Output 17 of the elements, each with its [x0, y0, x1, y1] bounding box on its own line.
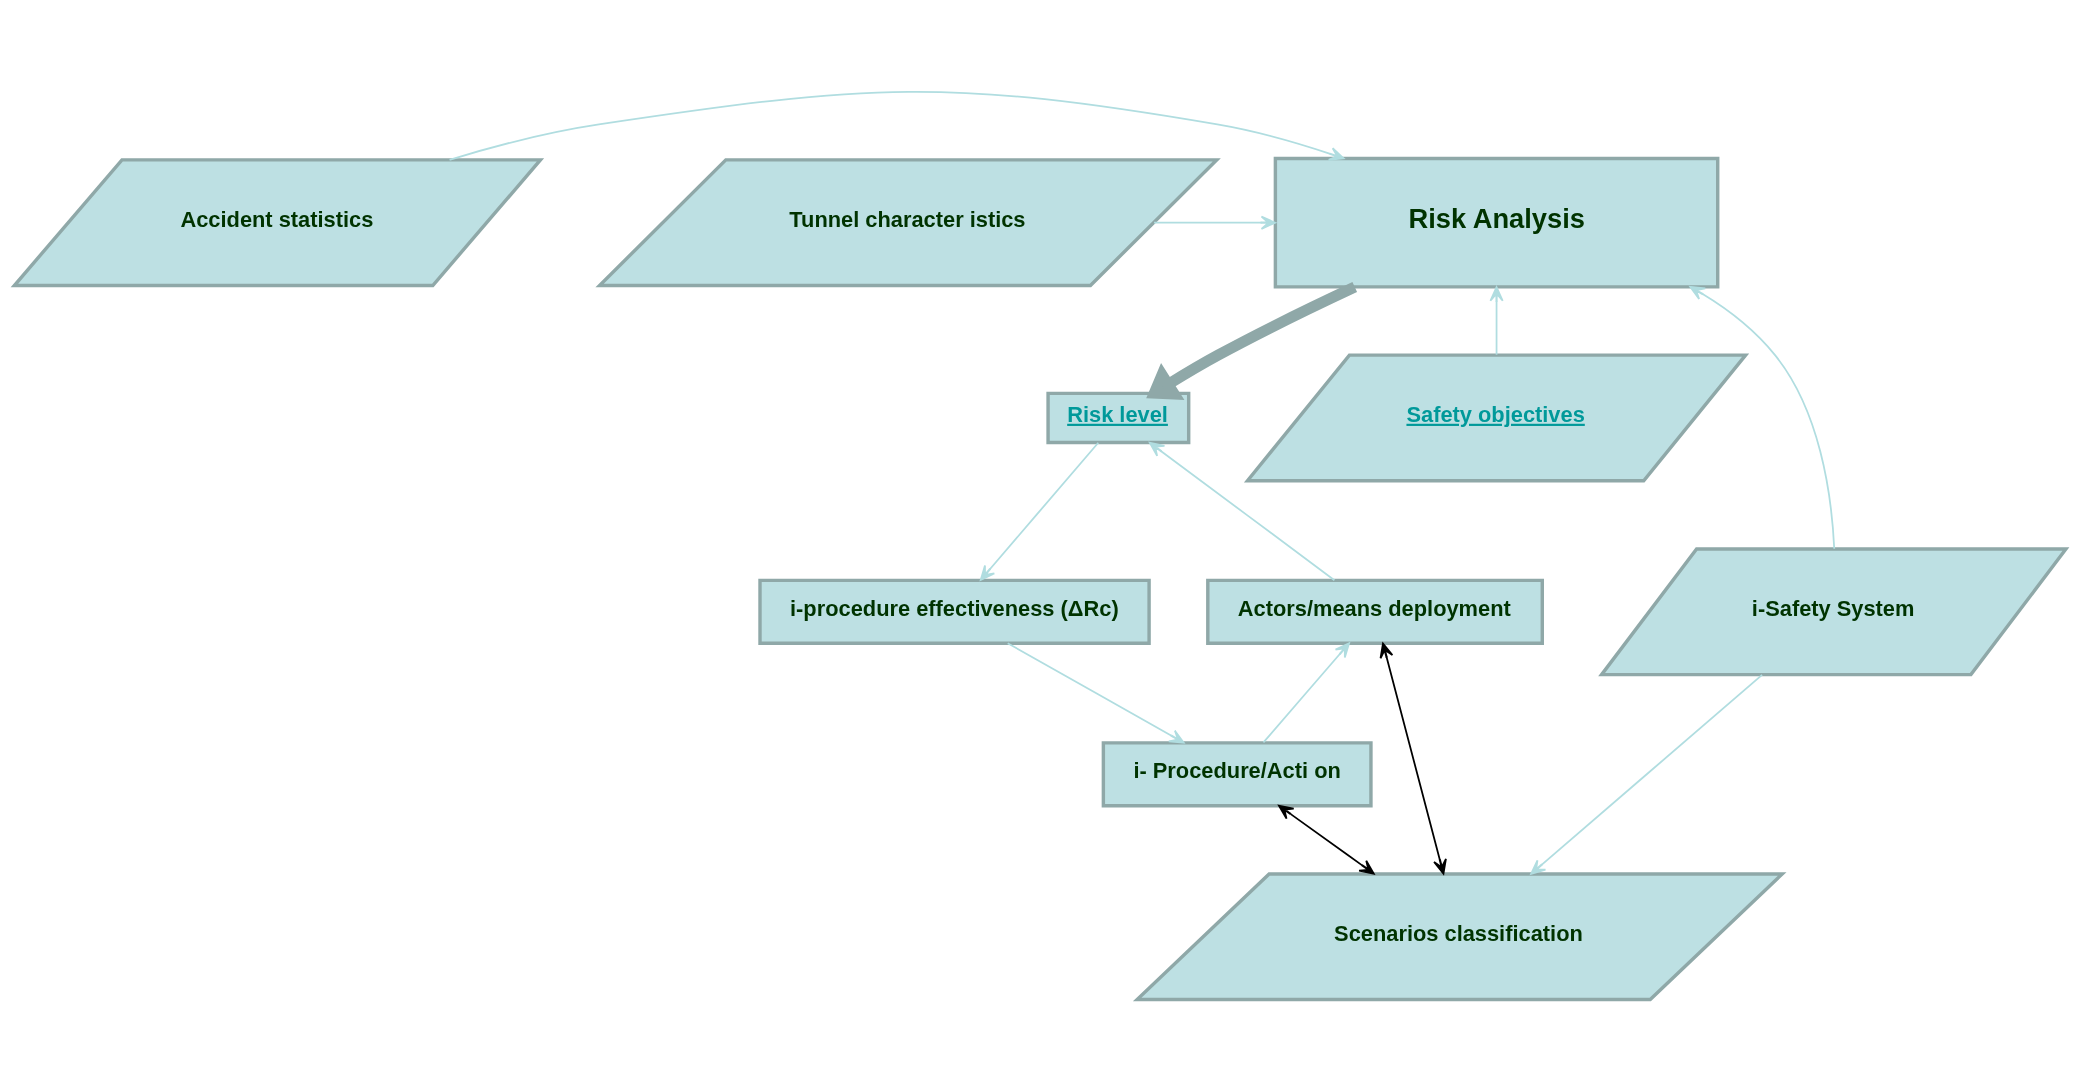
arrow	[1689, 285, 1836, 550]
node-box: Risk Analysis	[1273, 156, 1720, 289]
node-box: Actors/means deployment	[1206, 578, 1544, 645]
arrow	[1278, 804, 1375, 875]
arrow	[1146, 281, 1358, 400]
arrow	[1006, 641, 1185, 744]
arrow	[1153, 215, 1277, 230]
arrow	[1379, 642, 1447, 875]
node-box: Risk level	[1046, 391, 1191, 444]
arrow	[448, 90, 1345, 161]
arrow	[979, 441, 1100, 581]
arrow	[1148, 441, 1336, 581]
node-box: i-procedure effectiveness (ΔRc)	[758, 578, 1151, 645]
arrow	[1262, 641, 1350, 743]
arrow	[1489, 285, 1504, 356]
node-box: i- Procedure/Acti on	[1101, 740, 1373, 807]
arrow	[1530, 673, 1763, 875]
